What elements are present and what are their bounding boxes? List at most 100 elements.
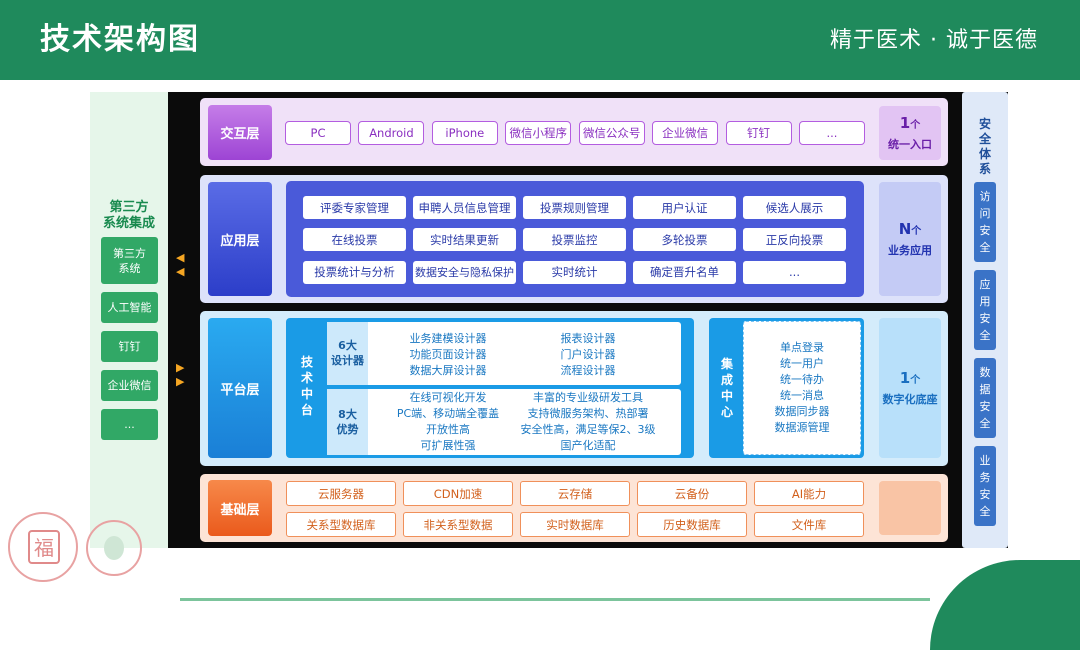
seal-character-icon: 福 bbox=[28, 530, 60, 564]
designer-item: 门户设计器 bbox=[560, 348, 616, 361]
base-item: 文件库 bbox=[754, 512, 864, 537]
designers-left-list: 业务建模设计器 功能页面设计器 数据大屏设计器 bbox=[390, 331, 506, 379]
interaction-items: PC Android iPhone 微信小程序 微信公众号 企业微信 钉钉 ..… bbox=[285, 121, 865, 145]
base-item: 云备份 bbox=[637, 481, 747, 506]
interaction-item: 企业微信 bbox=[652, 121, 719, 145]
application-summary-text: 业务应用 bbox=[888, 244, 932, 257]
advantage-item: 在线可视化开发 bbox=[409, 391, 487, 404]
application-module: 确定晋升名单 bbox=[633, 260, 736, 284]
platform-summary-text: 数字化底座 bbox=[882, 393, 938, 406]
base-item: 关系型数据库 bbox=[286, 512, 396, 537]
header-slogan: 精于医术 · 诚于医德 bbox=[830, 28, 1038, 53]
interaction-item: ... bbox=[798, 121, 865, 145]
arrow-left-icon: ◀ bbox=[176, 265, 185, 278]
base-summary-block bbox=[879, 481, 941, 535]
advantages-title-bg bbox=[327, 389, 368, 455]
application-module: 实时统计 bbox=[523, 260, 626, 284]
integration-item: 统一待办 bbox=[780, 373, 824, 386]
designers-title-bg bbox=[327, 322, 368, 385]
advantages-title: 8大 优势 bbox=[336, 408, 359, 436]
base-item: 云存储 bbox=[520, 481, 630, 506]
application-layer-label: 应用层 bbox=[208, 182, 272, 296]
designers-title: 6大 设计器 bbox=[331, 339, 364, 367]
integration-list-box bbox=[743, 321, 861, 455]
base-layer-label: 基础层 bbox=[208, 480, 272, 536]
integration-item: 统一消息 bbox=[780, 389, 824, 402]
hospital-seal-logo bbox=[86, 520, 142, 576]
interaction-item: PC bbox=[285, 121, 351, 145]
tech-middle-platform-label: 技 术 中 台 bbox=[300, 355, 313, 417]
base-item: 非关系型数据 bbox=[403, 512, 513, 537]
designer-item: 功能页面设计器 bbox=[409, 348, 487, 361]
advantage-item: PC端、移动端全覆盖 bbox=[396, 407, 500, 420]
advantage-item: 安全性高，满足等保2、3级 bbox=[520, 423, 656, 436]
footer-corner-decoration bbox=[930, 560, 1080, 650]
interaction-item: 钉钉 bbox=[725, 121, 792, 145]
application-module: 正反向投票 bbox=[743, 228, 846, 252]
advantages-box bbox=[327, 389, 681, 455]
application-module: 申聘人员信息管理 bbox=[413, 196, 516, 219]
third-party-item-dingtalk: 钉钉 bbox=[101, 331, 158, 362]
platform-summary-number: 1 bbox=[899, 369, 911, 387]
application-module: 评委专家管理 bbox=[303, 196, 406, 219]
interaction-item: 微信小程序 bbox=[505, 121, 572, 145]
base-items-grid: 云服务器 CDN加速 云存储 云备份 AI能力 关系型数据库 非关系型数据 实时… bbox=[286, 481, 864, 537]
third-party-item-wecom: 企业微信 bbox=[101, 370, 158, 401]
security-item-access: 访 问 安 全 bbox=[974, 182, 996, 262]
platform-summary: 1个 数字化底座 bbox=[879, 318, 941, 458]
application-summary-unit: 个 bbox=[911, 226, 922, 237]
interaction-summary-unit: 个 bbox=[910, 120, 921, 131]
interaction-summary: 1个 统一入口 bbox=[879, 106, 941, 160]
security-item-data: 数 据 安 全 bbox=[974, 358, 996, 438]
hospital-seal-emblem-icon bbox=[104, 536, 124, 560]
application-module: 候选人展示 bbox=[743, 196, 846, 219]
arrow-right-icon: ▶ bbox=[176, 361, 185, 374]
designers-box bbox=[327, 322, 681, 385]
advantage-item: 可扩展性强 bbox=[420, 439, 476, 452]
integration-center-label: 集 成 中 心 bbox=[720, 357, 733, 419]
application-module: 在线投票 bbox=[303, 228, 406, 252]
integration-item: 数据同步器 bbox=[774, 405, 830, 418]
header-bar bbox=[0, 0, 1080, 80]
designer-item: 业务建模设计器 bbox=[409, 332, 487, 345]
integration-item: 数据源管理 bbox=[774, 421, 830, 434]
security-item-business: 业 务 安 全 bbox=[974, 446, 996, 526]
interaction-item: Android bbox=[358, 121, 425, 145]
base-item: 实时数据库 bbox=[520, 512, 630, 537]
third-party-item-system: 第三方 系统 bbox=[101, 237, 158, 284]
application-module: 数据安全与隐私保护 bbox=[413, 260, 516, 284]
application-module: 实时结果更新 bbox=[413, 228, 516, 252]
platform-layer-label: 平台层 bbox=[208, 318, 272, 458]
advantage-item: 丰富的专业级研发工具 bbox=[533, 391, 643, 404]
application-module: 投票统计与分析 bbox=[303, 260, 406, 284]
third-party-title: 第三方 系统集成 bbox=[102, 200, 155, 231]
base-item: 历史数据库 bbox=[637, 512, 747, 537]
third-party-item-more: ... bbox=[101, 409, 158, 440]
advantages-left-list: 在线可视化开发 PC端、移动端全覆盖 开放性高 可扩展性强 bbox=[381, 390, 515, 454]
base-item: AI能力 bbox=[754, 481, 864, 506]
security-title: 安 全 体 系 bbox=[978, 117, 991, 176]
interaction-summary-number: 1 bbox=[899, 114, 911, 132]
application-module: ... bbox=[743, 260, 846, 284]
application-module: 多轮投票 bbox=[633, 228, 736, 252]
integration-list: 单点登录 统一用户 统一待办 统一消息 数据同步器 数据源管理 bbox=[743, 340, 861, 436]
third-party-item-ai: 人工智能 bbox=[101, 292, 158, 323]
application-module-grid: 评委专家管理 申聘人员信息管理 投票规则管理 用户认证 候选人展示 在线投票 实… bbox=[303, 196, 846, 284]
arrow-right-icon: ▶ bbox=[176, 375, 185, 388]
interaction-item: iPhone bbox=[431, 121, 498, 145]
advantages-right-list: 丰富的专业级研发工具 支持微服务架构、热部署 安全性高，满足等保2、3级 国产化… bbox=[512, 390, 664, 454]
designers-right-list: 报表设计器 门户设计器 流程设计器 bbox=[530, 331, 646, 379]
designer-item: 数据大屏设计器 bbox=[409, 364, 487, 377]
arrow-left-icon: ◀ bbox=[176, 251, 185, 264]
application-module: 用户认证 bbox=[633, 196, 736, 219]
application-summary: N个 业务应用 bbox=[879, 182, 941, 296]
security-item-application: 应 用 安 全 bbox=[974, 270, 996, 350]
application-summary-number: N bbox=[898, 220, 912, 238]
footer-divider bbox=[180, 598, 930, 601]
application-module: 投票规则管理 bbox=[523, 196, 626, 219]
university-seal-logo: 福 bbox=[8, 512, 78, 582]
designer-item: 报表设计器 bbox=[560, 332, 616, 345]
advantage-item: 国产化适配 bbox=[560, 439, 616, 452]
advantage-item: 开放性高 bbox=[426, 423, 470, 436]
integration-item: 单点登录 bbox=[780, 341, 824, 354]
